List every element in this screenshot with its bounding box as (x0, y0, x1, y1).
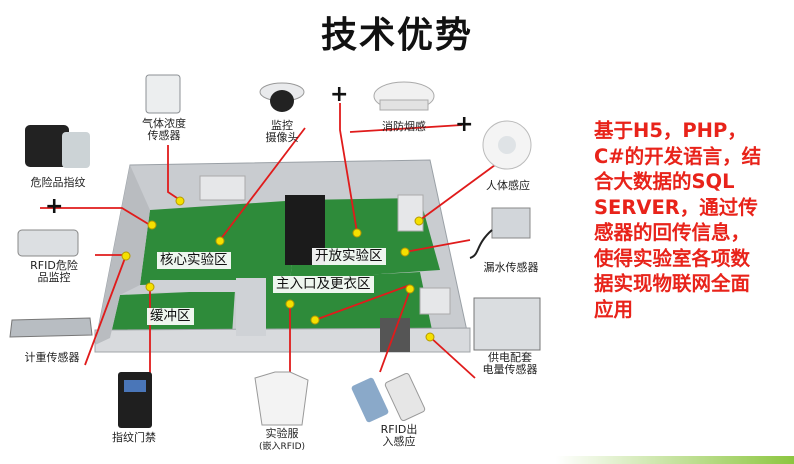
sensor-dot (425, 332, 435, 342)
rfid-in-label: RFID出 入感应 (380, 423, 418, 448)
fingerprint-reader-icon (25, 125, 90, 168)
rfid-reader-icon (17, 229, 79, 257)
access-terminal-icon (118, 372, 152, 428)
smoke-detector-icon (373, 81, 435, 111)
zone-open-label: 开放实验区 (312, 248, 386, 265)
line-gas (167, 145, 181, 201)
zone-entrance-label: 主入口及更衣区 (273, 276, 374, 293)
page-title: 技术优势 (320, 15, 473, 56)
power-cabinet-icon (473, 297, 541, 351)
camera-icon (259, 82, 305, 112)
access-label: 指纹门禁 (112, 431, 156, 444)
line-camera (219, 127, 306, 241)
line-smoke (339, 103, 358, 233)
sensor-dot (310, 315, 320, 325)
line-entrance (314, 284, 411, 321)
hazard-fp-label: 危险品指纹 (30, 176, 86, 189)
cabinet-2 (397, 194, 424, 232)
footer-bar (0, 456, 794, 464)
leak-label: 漏水传感器 (483, 261, 539, 274)
sensor-dot (175, 196, 185, 206)
weight-label: 计重传感器 (24, 351, 80, 364)
sensor-dot (352, 228, 362, 238)
sensor-dot (145, 282, 155, 292)
cabinet-1 (199, 175, 246, 201)
gas-sensor-label: 气体浓度 传感器 (142, 117, 186, 142)
camera-label: 监控 摄像头 (265, 119, 299, 144)
sensor-dot (215, 236, 225, 246)
line-body (419, 164, 496, 221)
scale-icon (9, 317, 93, 338)
description-text: 基于H5，PHP， C#的开发语言，结 合大数据的SQL SERVER，通过传 … (594, 119, 762, 321)
leak-sensor-icon (469, 207, 531, 259)
line-power (429, 336, 476, 379)
rfid-hazard-label: RFID危险 品监控 (30, 259, 78, 284)
zone-core-label: 核心实验区 (157, 252, 231, 269)
rfid-card-icon (351, 372, 426, 423)
plus-sign: + (455, 112, 474, 137)
labcoat-icon (254, 371, 309, 426)
sensor-dot (147, 220, 157, 230)
sensor-dot (285, 299, 295, 309)
sensor-dot (400, 247, 410, 257)
sensor-dot (121, 251, 131, 261)
line-leak (404, 239, 471, 253)
labcoat-sub-label: (嵌入RFID) (258, 442, 306, 452)
plus-sign: + (45, 194, 64, 219)
line-rfid-in (379, 289, 411, 373)
cabinet-3 (419, 287, 451, 315)
body-sensor-label: 人体感应 (486, 179, 530, 192)
sensor-dot (405, 284, 415, 294)
gas-sensor-icon (145, 74, 181, 114)
line-smoke-plus (349, 124, 463, 133)
smoke-label: 消防烟感 (382, 120, 426, 133)
line-hazard (40, 207, 151, 226)
door (380, 318, 410, 352)
labcoat-label: 实验服 (265, 427, 299, 440)
zone-buffer-label: 缓冲区 (147, 308, 194, 325)
line-weight (84, 257, 126, 366)
partition-2 (150, 280, 260, 292)
power-label: 供电配套 电量传感器 (482, 351, 538, 376)
front-wall (94, 327, 471, 353)
sensor-dot (414, 216, 424, 226)
body-sensor-icon (482, 120, 532, 170)
plus-sign: + (330, 82, 349, 107)
